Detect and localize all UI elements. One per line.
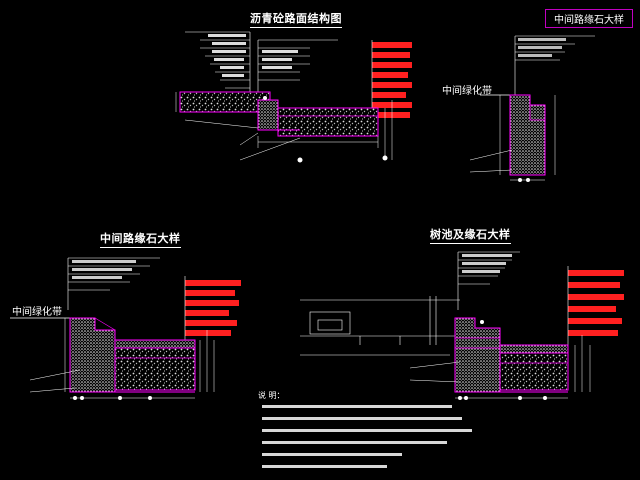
notes-text-lines [262,405,472,468]
median-green-belt-label-left: 中间绿化带 [12,307,62,318]
median-curb-detail-top-drawing [469,35,595,182]
median-curb-detail-left-title: 中间路缘石大样 [100,230,181,248]
tree-pit-curb-detail-drawing [300,251,624,400]
notes-heading: 说 明： [258,391,285,400]
median-curb-detail-left-drawing [10,257,241,400]
pavement-structure-title: 沥青砼路面结构图 [250,10,342,28]
median-green-belt-label-top: 中间绿化带 [442,86,492,97]
tree-pit-curb-detail-title: 树池及缘石大样 [430,226,511,244]
median-curb-detail-top-title: 中间路缘石大样 [545,9,633,28]
pavement-structure-drawing [175,31,412,163]
